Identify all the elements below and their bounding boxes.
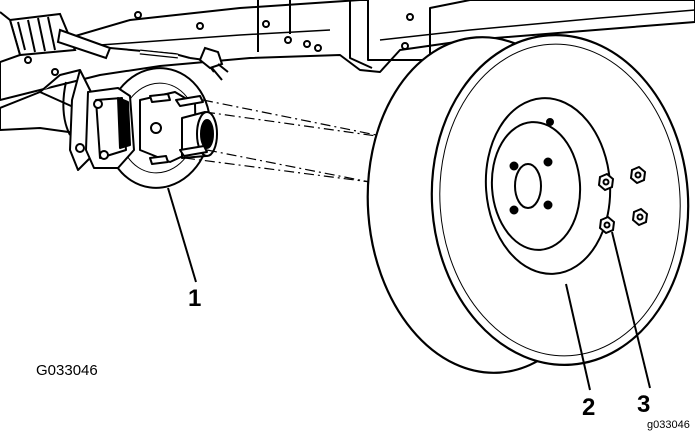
chassis-frame bbox=[0, 0, 695, 101]
brake-caliper bbox=[85, 87, 135, 169]
callout-2: 2 bbox=[582, 394, 596, 421]
lug-nuts bbox=[597, 165, 649, 235]
leader-1 bbox=[167, 187, 197, 283]
callout-1: 1 bbox=[188, 285, 202, 312]
wheel-hub bbox=[139, 91, 218, 165]
brake-line bbox=[62, 46, 229, 136]
steering-boot bbox=[0, 11, 112, 63]
leader-2 bbox=[565, 283, 591, 391]
wheel-rim bbox=[484, 97, 612, 275]
figure-id-label: G033046 bbox=[36, 362, 98, 379]
figure-corner-code: g033046 bbox=[647, 419, 690, 431]
lug-nut bbox=[631, 207, 649, 227]
callout-3: 3 bbox=[637, 391, 651, 418]
callout-leaders bbox=[167, 187, 651, 391]
leader-3 bbox=[611, 231, 651, 389]
lug-nut bbox=[597, 172, 615, 192]
lug-nut bbox=[598, 215, 616, 235]
lug-nut bbox=[629, 165, 647, 185]
